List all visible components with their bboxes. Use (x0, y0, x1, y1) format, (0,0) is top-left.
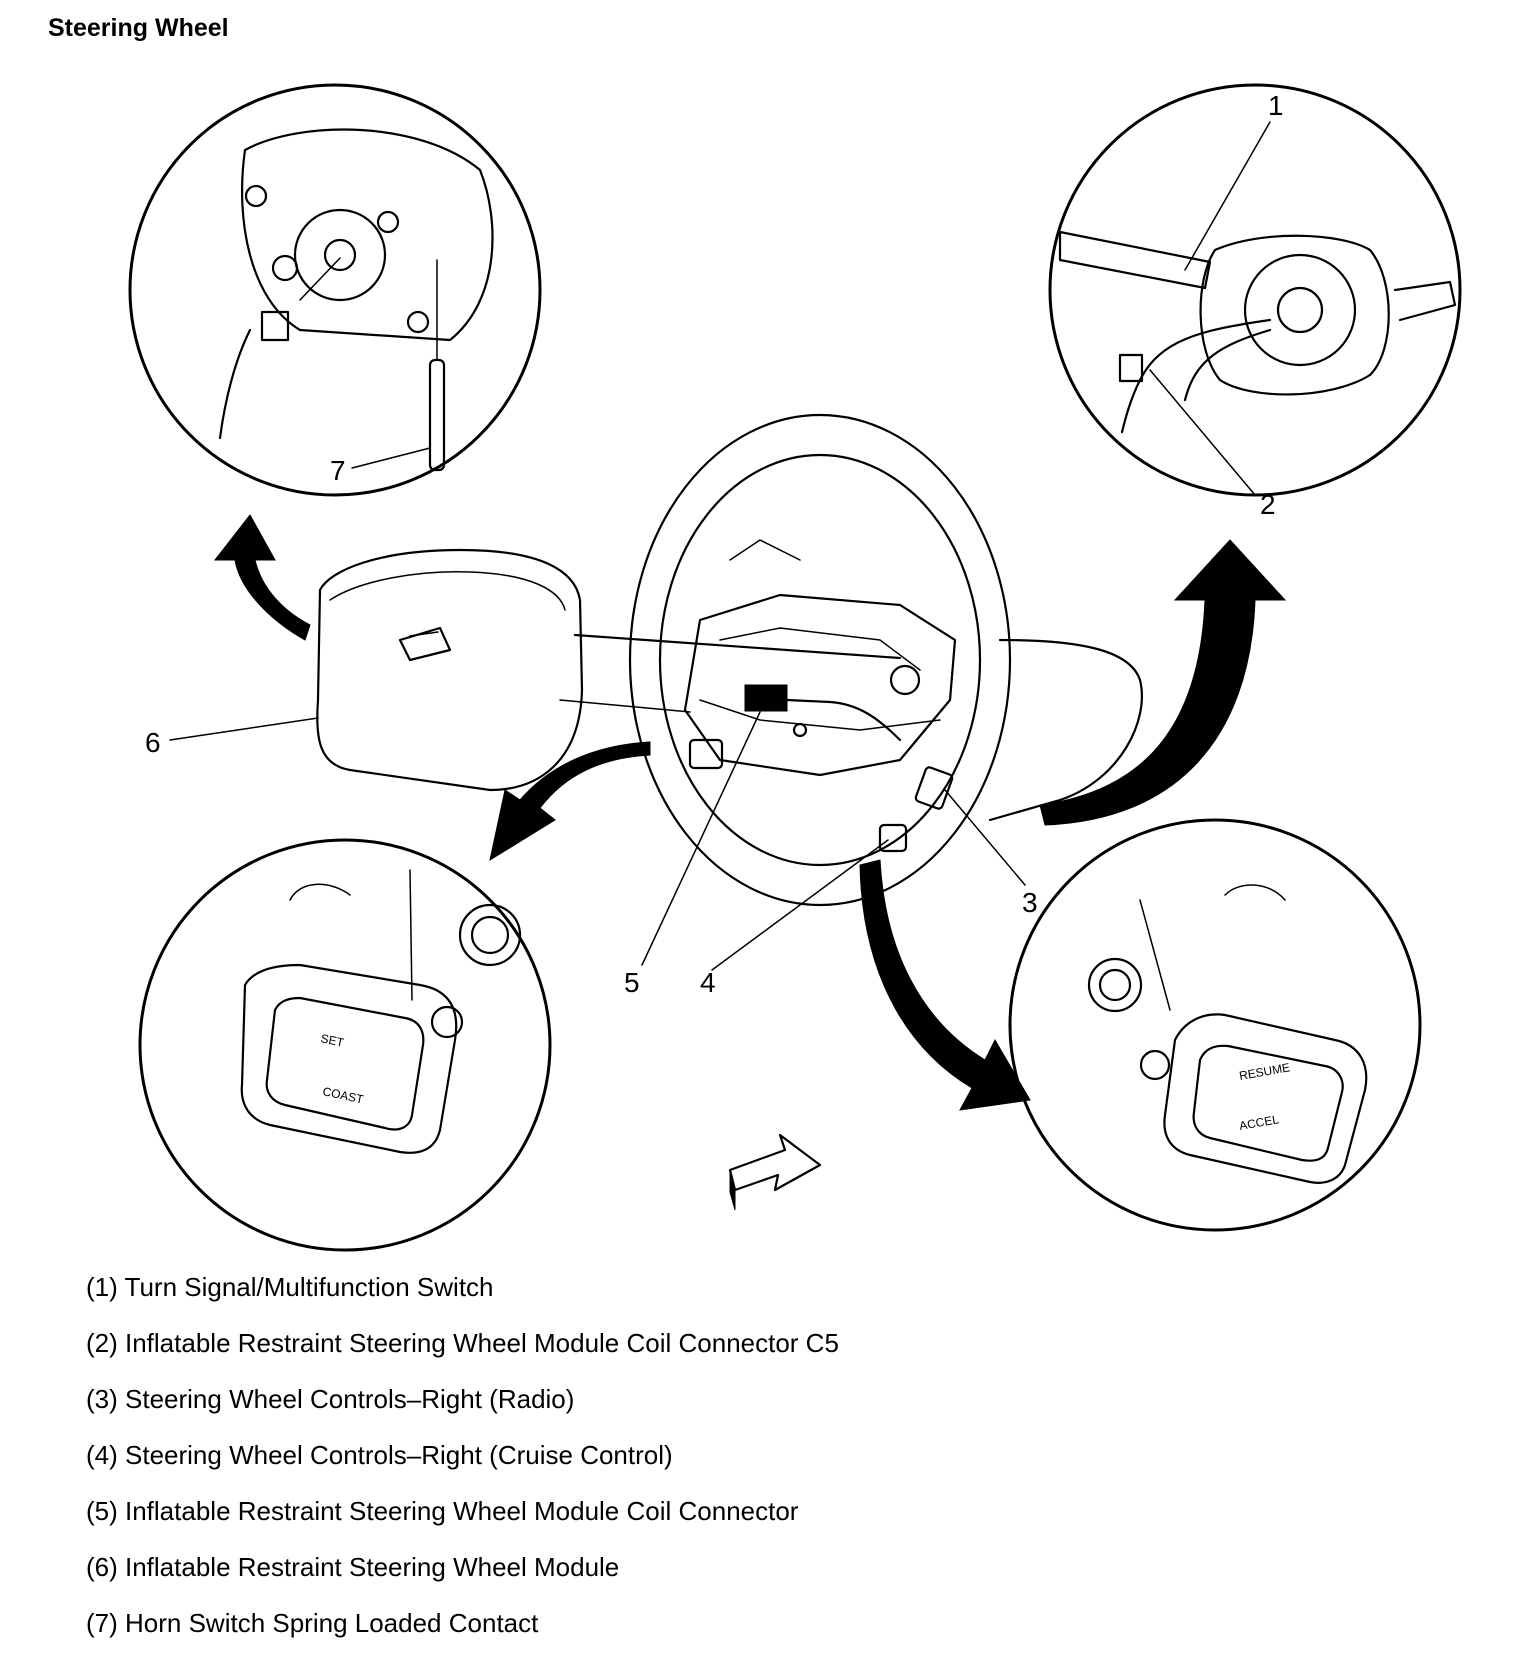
legend-item-3: (3) Steering Wheel Controls–Right (Radio… (86, 1384, 575, 1414)
legend-item-5: (5) Inflatable Restraint Steering Wheel … (86, 1496, 799, 1526)
detail-circle-cruise-switch: SET COAST (138, 838, 552, 1252)
detail-circle-multifunction-switch (1048, 83, 1462, 497)
callout-3: 3 (1022, 887, 1038, 918)
callout-6: 6 (145, 727, 161, 758)
airbag-module (316, 548, 584, 792)
legend-list: (1) Turn Signal/Multifunction Switch (2)… (86, 1272, 839, 1664)
callout-4: 4 (700, 967, 716, 998)
legend-item-6: (6) Inflatable Restraint Steering Wheel … (86, 1552, 620, 1582)
leader-lines (169, 121, 1271, 971)
callout-5: 5 (624, 967, 640, 998)
legend-item-2: (2) Inflatable Restraint Steering Wheel … (86, 1328, 839, 1358)
legend-item-7: (7) Horn Switch Spring Loaded Contact (86, 1608, 539, 1638)
steering-wheel-assembly (559, 413, 1143, 907)
callout-7: 7 (330, 455, 346, 486)
detail-circle-airbag-rear (128, 83, 542, 497)
callout-2: 2 (1260, 489, 1276, 520)
set-button-label: SET (319, 1031, 345, 1050)
steering-wheel-diagram: SET COAST RESUME ACCEL (128, 83, 1462, 1252)
page-title: Steering Wheel (48, 14, 229, 42)
legend-item-1: (1) Turn Signal/Multifunction Switch (86, 1272, 494, 1302)
legend-item-4: (4) Steering Wheel Controls–Right (Cruis… (86, 1440, 673, 1470)
accel-button-label: ACCEL (1238, 1112, 1280, 1133)
callout-1: 1 (1268, 90, 1284, 121)
detail-circle-resume-switch: RESUME ACCEL (1008, 818, 1422, 1232)
curved-arrows (213, 514, 1287, 1211)
